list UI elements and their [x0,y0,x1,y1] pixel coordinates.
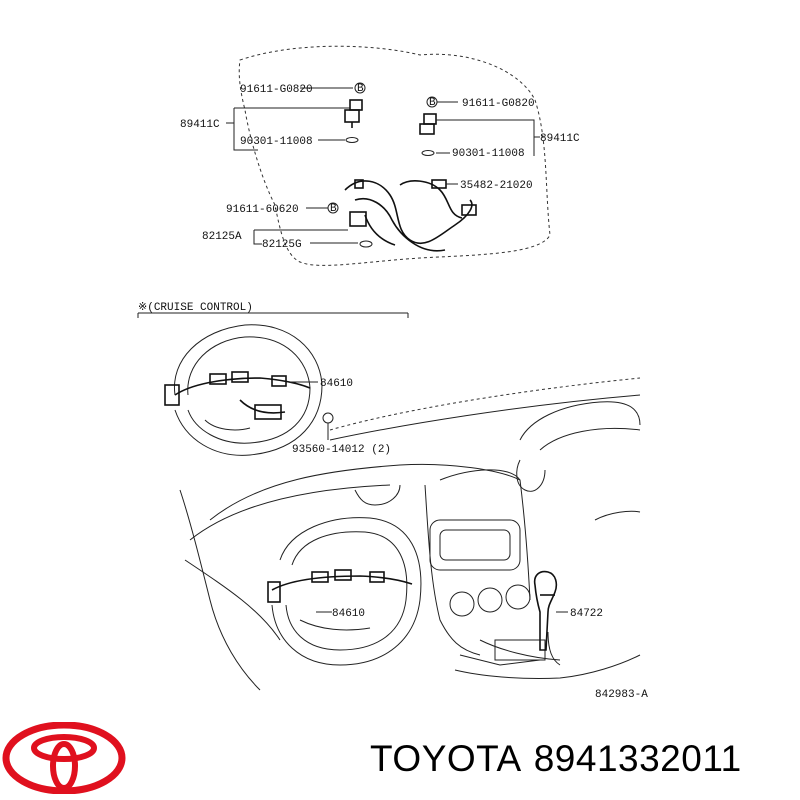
callout-left-ring: 90301-11008 [240,136,313,148]
callout-screw: 93560-14012 (2) [292,444,391,456]
callout-right-ring: 90301-11008 [452,148,525,160]
callout-harness-a: 82125A [202,231,242,243]
svg-text:B: B [330,203,337,215]
left-speed-sensor: B [344,82,366,143]
callout-shift-switch: 84722 [570,608,603,620]
figure-code: 842983-A [595,689,648,701]
part-number: 8941332011 [533,738,742,779]
steering-wheel-lower [267,517,422,666]
steering-wheel-upper [164,324,323,456]
callout-bolt-lower: 91611-60620 [226,204,299,216]
cruise-control-header: ※(CRUISE CONTROL) [138,302,253,314]
brand-name: TOYOTA [370,738,522,779]
callout-cruise-switch-upper: 84610 [320,378,353,390]
callout-right-sensor: 89411C [540,133,580,145]
callout-cruise-switch-lower: 84610 [332,608,365,620]
toyota-logo [2,722,126,794]
svg-text:B: B [357,83,364,95]
svg-text:B: B [429,97,436,109]
callout-harness-g: 82125G [262,239,302,251]
callout-top-right-bolt: 91611-G0820 [462,98,535,110]
brand-caption: TOYOTA 8941332011 [370,738,754,780]
right-speed-sensor: B [419,96,438,156]
dashboard-outline [179,377,641,691]
callout-clamp: 35482-21020 [460,180,533,192]
shift-lever [533,570,558,651]
wire-harness [344,179,477,252]
callout-top-left-bolt: 91611-G0820 [240,84,313,96]
callout-left-sensor: 89411C [180,119,220,131]
transmission-outline [238,45,551,266]
